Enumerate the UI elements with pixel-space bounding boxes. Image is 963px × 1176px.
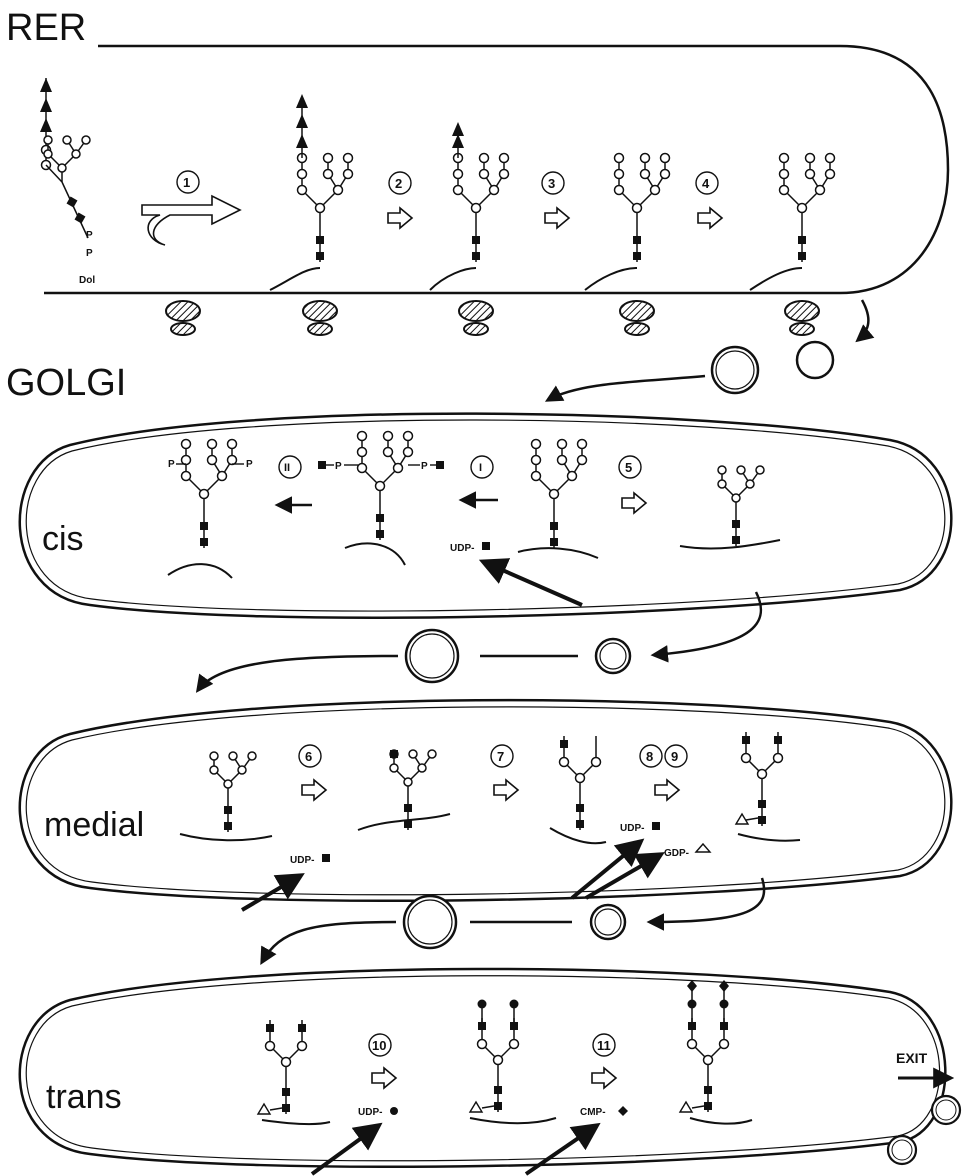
ribosome-2 (302, 300, 338, 336)
cis-label: cis (42, 520, 84, 558)
step-7: 7 (497, 749, 504, 764)
vesicle-medial-1 (589, 903, 627, 941)
svg-text:P: P (168, 459, 175, 470)
block-arrow-11 (591, 1067, 617, 1089)
trans-cmp: CMP- (580, 1107, 606, 1118)
vesicle-medial-2 (402, 894, 458, 950)
glycan-cis-trimmed (679, 465, 781, 550)
medial-udp-2: UDP- (620, 823, 644, 834)
block-arrow-4 (697, 207, 723, 229)
ribosome-4 (619, 300, 655, 336)
vesicle-cis-1 (594, 637, 632, 675)
step-9: 9 (671, 749, 678, 764)
dolichol-oligosaccharide: P P Dol (40, 78, 95, 286)
block-arrow-7 (493, 779, 519, 801)
svg-text:P: P (246, 459, 253, 470)
glycan-rer-2 (429, 122, 510, 291)
dol-label: Dol (79, 275, 95, 286)
block-arrow-6 (301, 779, 327, 801)
block-arrow-5 (621, 492, 647, 514)
ribosome-1 (165, 300, 201, 336)
vesicle-cis-2 (404, 628, 460, 684)
phosphate-1: P (86, 230, 93, 241)
step-3: 3 (548, 176, 555, 191)
step-1: 1 (183, 175, 190, 190)
block-arrow-10 (371, 1067, 397, 1089)
cis-udp: UDP- (450, 543, 474, 554)
block-arrow-3 (544, 207, 570, 229)
block-arrow-2 (387, 207, 413, 229)
step-4: 4 (702, 176, 710, 191)
transfer-arrow (141, 194, 242, 246)
ribosome-3 (458, 300, 494, 336)
svg-text:P: P (421, 461, 428, 472)
medial-udp-1: UDP- (290, 855, 314, 866)
rer-membrane (44, 44, 950, 295)
glycan-medial-4 (734, 731, 801, 842)
glycan-medial-1 (179, 751, 273, 842)
ribosome-5 (784, 300, 820, 336)
medial-label: medial (44, 806, 144, 844)
glycan-rer-3 (584, 152, 671, 291)
step-ii: II (284, 462, 290, 474)
glycan-rer-1 (269, 94, 354, 291)
phosphate-2: P (86, 248, 93, 259)
step-8: 8 (646, 749, 653, 764)
glycan-trans-1 (256, 1019, 331, 1126)
step-5: 5 (625, 460, 632, 475)
block-arrow-89 (654, 779, 680, 801)
medial-cisterna (18, 698, 953, 903)
glycan-trans-3 (678, 980, 753, 1125)
step-2: 2 (395, 176, 402, 191)
rer-label: RER (6, 7, 86, 49)
glycan-rer-4 (749, 152, 836, 291)
cis-cisterna (18, 412, 953, 619)
glycan-cis-m6p: P P (167, 438, 253, 579)
medial-gdp: GDP- (664, 848, 689, 859)
vesicle-rer-1 (795, 340, 835, 380)
glycan-medial-2 (357, 749, 451, 831)
glycan-medial-3 (549, 735, 607, 845)
golgi-label: GOLGI (6, 362, 126, 404)
glycan-trans-2 (468, 999, 557, 1125)
step-11: 11 (597, 1038, 611, 1053)
trans-label: trans (46, 1078, 122, 1116)
step-10: 10 (372, 1038, 386, 1053)
glycan-cis-highmannose (517, 438, 599, 559)
glycan-cis-glcnacp: P P (318, 430, 444, 566)
svg-text:P: P (335, 461, 342, 472)
exit-label: EXIT (896, 1050, 928, 1066)
trans-udp: UDP- (358, 1107, 382, 1118)
trans-cisterna (18, 967, 947, 1169)
vesicle-rer-2 (710, 345, 760, 395)
step-i: I (479, 462, 482, 474)
step-6: 6 (305, 749, 312, 764)
